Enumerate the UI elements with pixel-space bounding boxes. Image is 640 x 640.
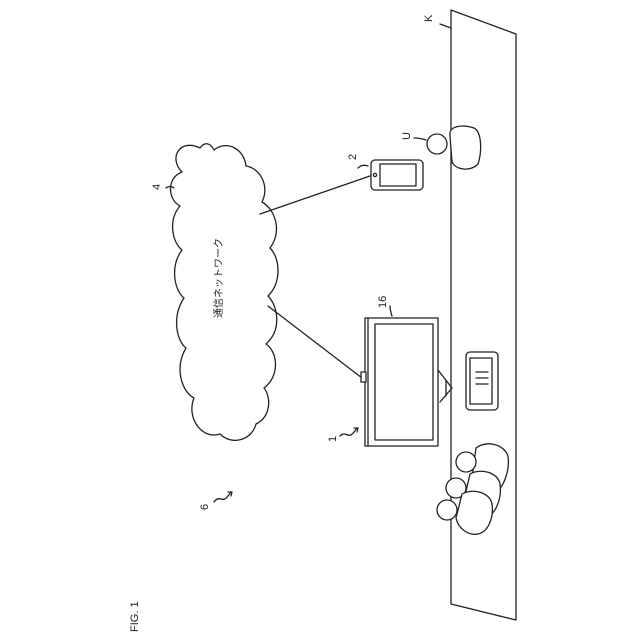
network-label: 通信ネットワーク <box>213 238 225 318</box>
system-leader-line <box>214 492 231 502</box>
display-ref-label: 16 <box>377 296 389 308</box>
link-network-terminal <box>260 176 370 214</box>
base-unit <box>466 352 498 410</box>
device-leader-line <box>340 428 357 436</box>
display-device <box>361 318 452 446</box>
figure-title: FIG. 1 <box>129 601 141 632</box>
system-ref-label: 6 <box>199 504 211 510</box>
user-leader-line <box>414 138 426 140</box>
display-leader-line <box>390 306 392 316</box>
device-ref-label: 1 <box>327 436 339 442</box>
mobile-terminal <box>371 160 423 190</box>
user-figure <box>427 126 481 169</box>
terminal-leader-line <box>358 165 368 168</box>
viewer-group <box>437 444 508 534</box>
user-ref-label: U <box>401 132 413 140</box>
link-network-display <box>268 306 362 378</box>
table-leader-line <box>440 24 451 28</box>
network-ref-label: 4 <box>151 184 163 190</box>
terminal-ref-label: 2 <box>347 154 359 160</box>
table-ref-label: K <box>423 14 435 22</box>
